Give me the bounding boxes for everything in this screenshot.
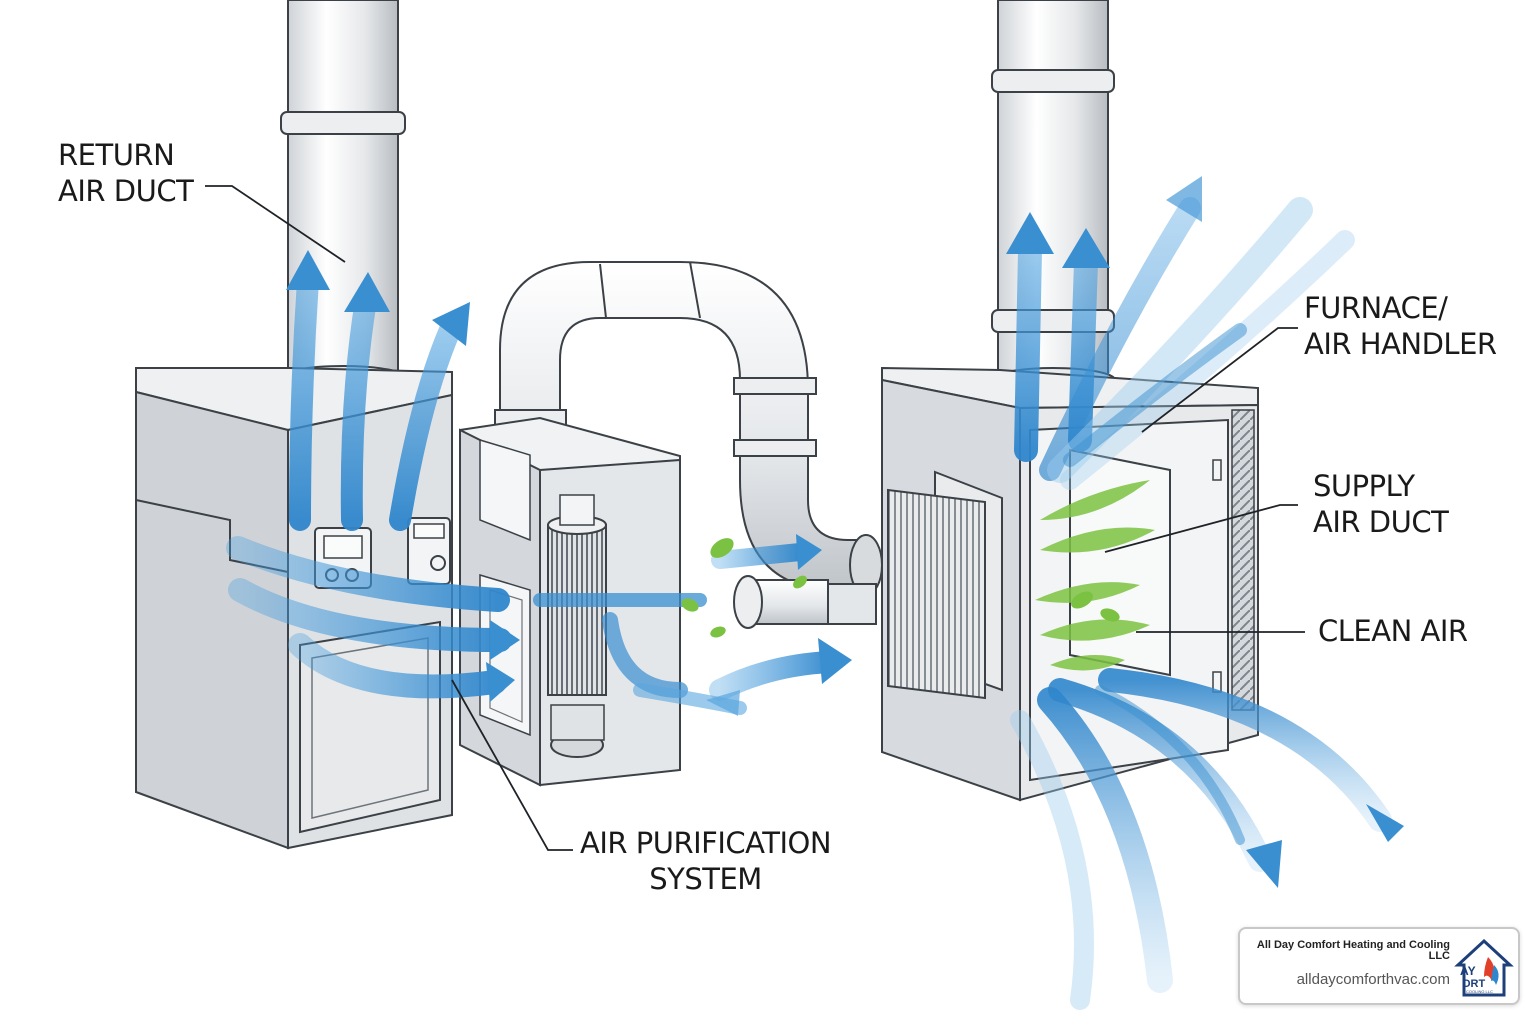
company-name: All Day Comfort Heating and Cooling LLC	[1256, 939, 1450, 962]
clean-air-leaves	[681, 480, 1155, 671]
return-air-duct-label: RETURN AIR DUCT	[58, 137, 194, 209]
svg-text:AY: AY	[1460, 964, 1476, 978]
leaf-icon	[710, 626, 726, 638]
svg-text:ORT: ORT	[1462, 978, 1486, 990]
leaf-icon	[1040, 480, 1150, 520]
leaf-icon	[1040, 527, 1155, 553]
airflow-arrow-icon	[633, 683, 747, 716]
company-website: alldaycomforthvac.com	[1296, 971, 1450, 988]
airflow-arrow-icon	[228, 578, 520, 660]
airflow-arrow-icon	[1006, 212, 1054, 462]
leaf-icon	[793, 575, 807, 589]
leaf-icon	[710, 538, 734, 558]
furnace-air-handler-label-line2: AIR HANDLER	[1304, 327, 1497, 361]
airflow-arrow-icon	[389, 302, 470, 531]
airflow-arrow-icon	[286, 250, 330, 531]
airflow-arrow-icon	[226, 536, 510, 612]
company-brand-card: All Day Comfort Heating and Cooling LLC …	[1238, 927, 1520, 1005]
connector-pipe	[733, 575, 877, 629]
airflow-arrow-icon	[288, 633, 515, 702]
supply-air-duct-label: SUPPLY AIR DUCT	[1313, 468, 1449, 540]
air-purification-system-label-line2: SYSTEM	[649, 862, 762, 896]
leaf-icon	[1050, 655, 1125, 671]
leaf-icon	[1071, 591, 1093, 609]
airflow-arrow-icon	[709, 638, 852, 701]
clean-air-label-text: CLEAN AIR	[1318, 614, 1468, 648]
airflow-arrows	[226, 176, 1404, 1010]
supply-air-duct-label-line2: AIR DUCT	[1313, 505, 1449, 539]
leader-lines	[205, 185, 1305, 851]
airflow-arrow-icon	[340, 272, 390, 531]
airflow-arrow-icon	[1039, 176, 1202, 481]
clean-air-label: CLEAN AIR	[1318, 613, 1468, 649]
svg-text:COOLING LLC: COOLING LLC	[1466, 989, 1493, 994]
furnace-air-handler-label: FURNACE/ AIR HANDLER	[1304, 290, 1497, 362]
supply-air-duct-label-line1: SUPPLY	[1313, 469, 1415, 503]
airflow-arrow-icon	[1098, 668, 1404, 842]
air-purification-system-label: AIR PURIFICATION SYSTEM	[580, 825, 832, 897]
return-air-duct-label-line1: RETURN	[58, 138, 175, 172]
house-flame-logo-icon: AY ORT COOLING LLC	[1454, 938, 1514, 997]
air-purification-system-label-line1: AIR PURIFICATION	[580, 826, 832, 860]
furnace-air-handler-label-line1: FURNACE/	[1304, 291, 1448, 325]
leaf-icon	[1100, 608, 1120, 622]
return-air-duct-label-line2: AIR DUCT	[58, 174, 194, 208]
leaf-icon	[681, 598, 699, 612]
supply-air-duct	[990, 0, 1116, 393]
airflow-arrow-icon	[711, 534, 822, 570]
leaf-icon	[1040, 619, 1150, 641]
